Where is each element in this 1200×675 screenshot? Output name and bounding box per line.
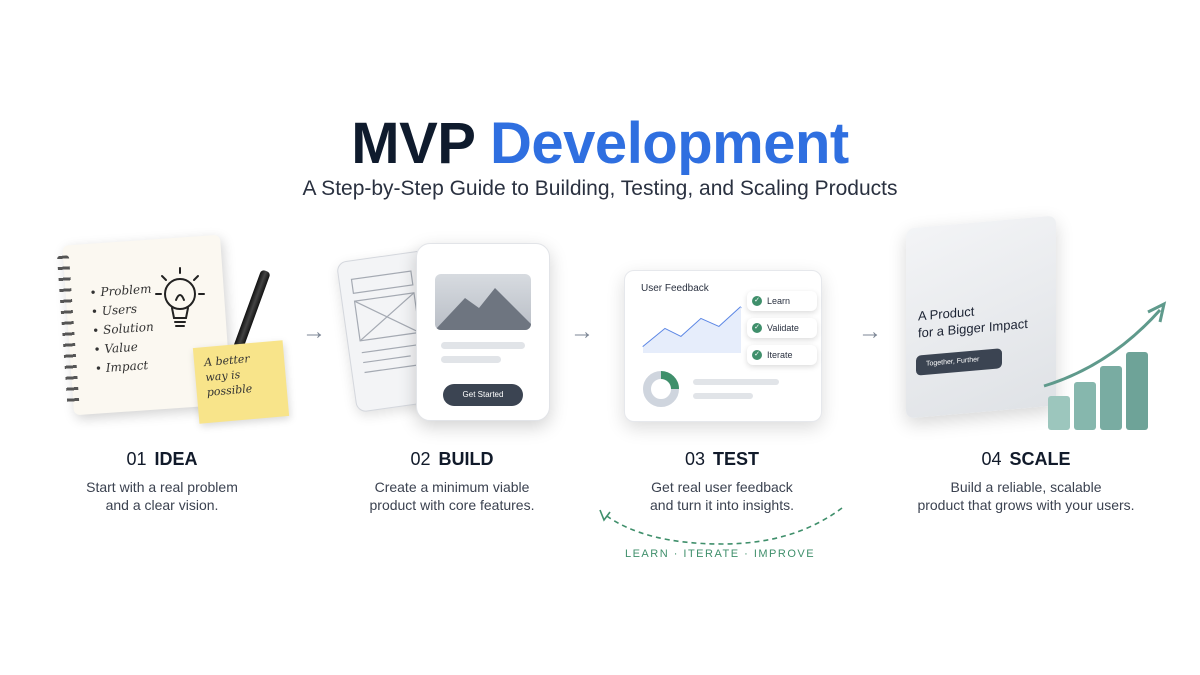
check-icon: ✓ [752, 296, 762, 306]
placeholder-line [441, 356, 501, 363]
donut-chart-icon [643, 371, 679, 407]
sticky-note: A better way is possible [192, 340, 290, 424]
arrow-right-icon: → [858, 318, 882, 345]
check-icon: ✓ [752, 323, 762, 333]
check-icon: ✓ [752, 350, 762, 360]
growth-bars-icon [1043, 301, 1167, 430]
arrow-right-icon: → [570, 318, 594, 345]
placeholder-line [693, 379, 779, 385]
feedback-loop-arrow-icon [599, 507, 843, 545]
chip-learn: ✓ Learn [747, 291, 817, 311]
page-title: MVP Development [0, 112, 1200, 176]
feedback-panel-title: User Feedback [641, 283, 709, 294]
feedback-loop-label: LEARN · ITERATE · IMPROVE [624, 548, 816, 560]
chip-label: Iterate [767, 350, 793, 360]
scale-screen-mockup: A Product for a Bigger Impact Together, … [906, 215, 1056, 419]
chip-iterate: ✓ Iterate [747, 345, 817, 365]
feedback-dashboard: User Feedback ✓ Learn ✓ Validate ✓ Iterate [624, 270, 822, 422]
page-subtitle: A Step-by-Step Guide to Building, Testin… [302, 177, 898, 200]
idea-note: Impact [94, 355, 157, 378]
phone-mockup: Get Started [416, 243, 550, 421]
chip-label: Learn [767, 296, 791, 306]
title-accent: Development [490, 111, 849, 176]
together-further-button[interactable]: Together, Further [916, 348, 1002, 376]
title-main: MVP [351, 111, 475, 176]
lightbulb-icon [155, 267, 205, 327]
placeholder-line [441, 342, 525, 349]
get-started-button[interactable]: Get Started [443, 384, 523, 406]
trend-line-icon [642, 306, 742, 353]
idea-notes-list: Problem Users Solution Value Impact [89, 280, 157, 379]
arrow-right-icon: → [302, 318, 326, 345]
spiral-binding [56, 255, 80, 406]
scale-headline: A Product for a Bigger Impact [918, 303, 1028, 341]
mountain-image [435, 274, 531, 330]
chip-label: Validate [767, 323, 799, 333]
placeholder-line [693, 393, 753, 399]
chip-validate: ✓ Validate [747, 318, 817, 338]
